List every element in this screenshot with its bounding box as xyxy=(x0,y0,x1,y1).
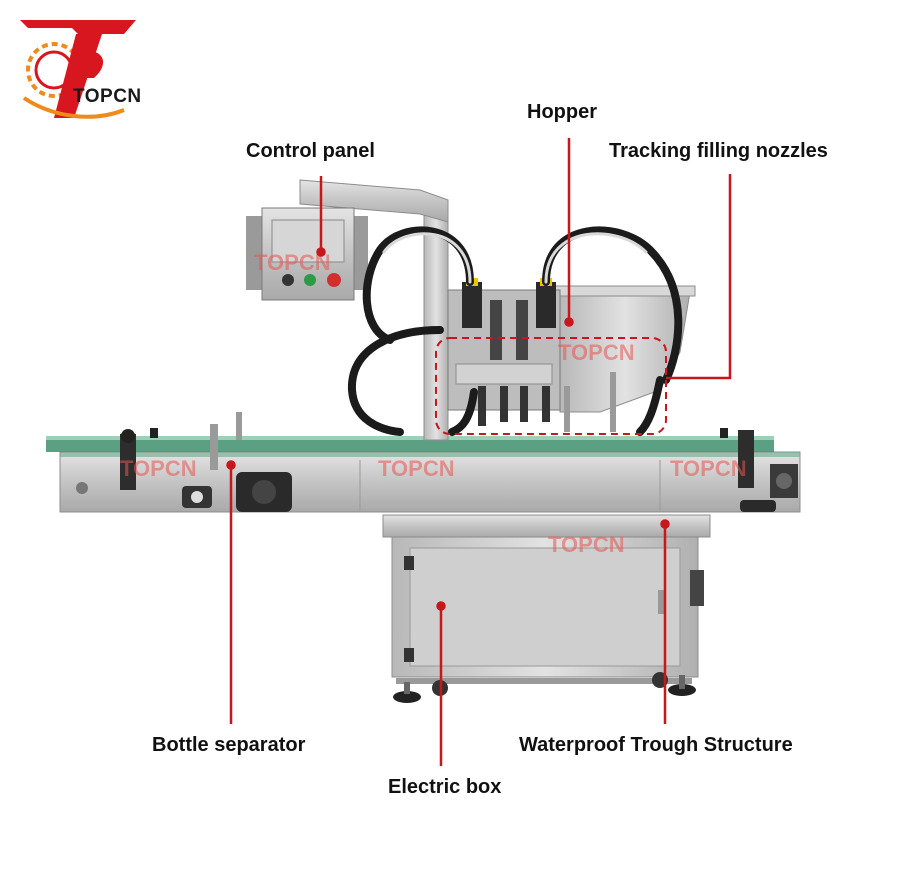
electric-box-cabinet xyxy=(382,514,711,703)
label-bottle-separator: Bottle separator xyxy=(152,734,306,756)
label-tracking-nozzles: Tracking filling nozzles xyxy=(609,140,828,162)
label-hopper: Hopper xyxy=(527,101,597,123)
watermark-4: TOPCN xyxy=(378,456,455,481)
watermark-6: TOPCN xyxy=(548,532,625,557)
watermark-5: TOPCN xyxy=(670,456,747,481)
label-waterproof-trough: Waterproof Trough Structure xyxy=(519,734,793,756)
topcn-logo-icon xyxy=(20,20,136,119)
control-panel-box xyxy=(246,207,368,301)
nozzle-highlight-box xyxy=(435,337,667,435)
callout-lines xyxy=(226,138,732,766)
conveyor xyxy=(46,412,801,513)
hoses xyxy=(347,226,683,436)
callout-line-tracking-nozzles xyxy=(666,174,732,380)
nozzle-head xyxy=(447,278,616,432)
watermark-3: TOPCN xyxy=(120,456,197,481)
label-control-panel: Control panel xyxy=(246,140,375,162)
logo-text: TOPCN xyxy=(73,86,142,107)
watermark-2: TOPCN xyxy=(558,340,635,365)
label-electric-box: Electric box xyxy=(388,776,502,798)
